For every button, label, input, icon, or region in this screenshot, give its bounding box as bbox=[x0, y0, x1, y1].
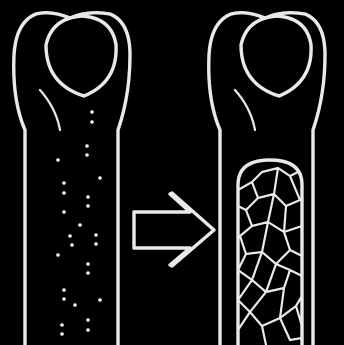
marrow-cell-dot bbox=[90, 110, 94, 114]
marrow-cell-dot bbox=[94, 242, 98, 246]
marrow-cell-dot bbox=[86, 204, 90, 208]
marrow-cell-dot bbox=[85, 153, 89, 157]
bone-after-outline bbox=[209, 13, 325, 345]
bone-after-epiphysis bbox=[241, 16, 311, 96]
marrow-cell-dot bbox=[68, 234, 72, 238]
marrow-cell-dot bbox=[86, 328, 90, 332]
right-arrow-icon bbox=[134, 193, 214, 266]
scattered-cells bbox=[56, 110, 102, 336]
marrow-cell-dot bbox=[94, 233, 98, 237]
marrow-cell-dot bbox=[56, 253, 60, 257]
marrow-cell-dot bbox=[73, 303, 77, 307]
marrow-cell-dot bbox=[56, 158, 60, 162]
marrow-cell-dot bbox=[86, 318, 90, 322]
bone-after-notch bbox=[235, 90, 255, 130]
matrix-network bbox=[238, 168, 302, 345]
marrow-cell-dot bbox=[86, 195, 90, 199]
bone-before-icon bbox=[14, 13, 130, 345]
marrow-cell-dot bbox=[98, 298, 102, 302]
marrow-cell-dot bbox=[60, 323, 64, 327]
marrow-cell-dot bbox=[78, 223, 82, 227]
marrow-cell-dot bbox=[86, 271, 90, 275]
bone-before-outline bbox=[14, 13, 130, 345]
marrow-cell-dot bbox=[98, 176, 102, 180]
cellular-matrix bbox=[238, 168, 302, 345]
marrow-cell-dot bbox=[86, 262, 90, 266]
marrow-cell-dot bbox=[62, 181, 66, 185]
marrow-cell-dot bbox=[62, 288, 66, 292]
marrow-cell-dot bbox=[70, 243, 74, 247]
marrow-cell-dot bbox=[62, 191, 66, 195]
bone-after-icon bbox=[209, 13, 325, 345]
marrow-cell-dot bbox=[62, 210, 66, 214]
bone-before-notch bbox=[40, 90, 60, 130]
bone-before-epiphysis bbox=[46, 16, 116, 96]
marrow-cell-dot bbox=[62, 297, 66, 301]
marrow-cell-dot bbox=[90, 120, 94, 124]
marrow-cell-dot bbox=[60, 332, 64, 336]
marrow-cell-dot bbox=[85, 144, 89, 148]
